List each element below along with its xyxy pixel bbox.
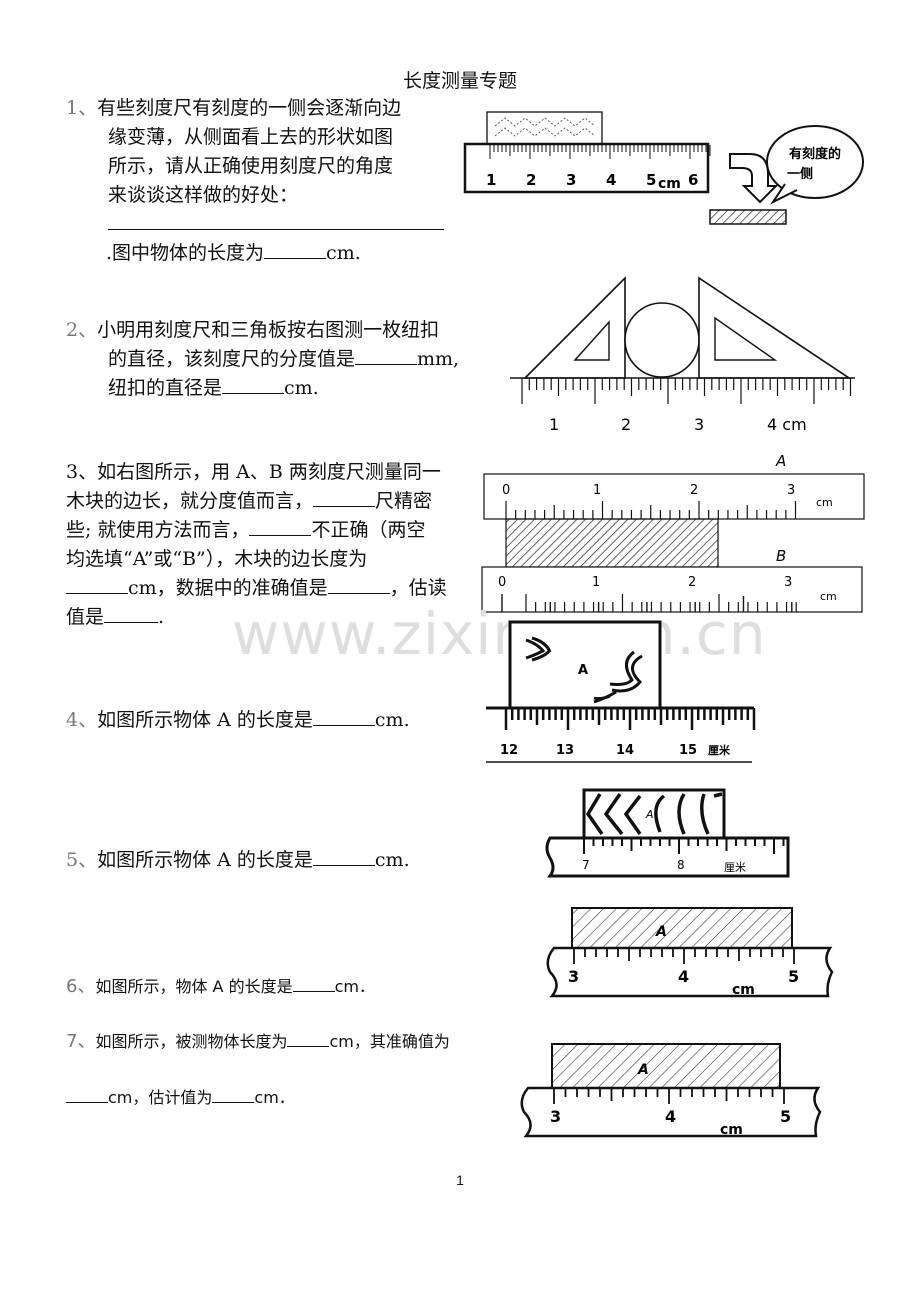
ruler [545,836,790,878]
svg-text:0: 0 [502,483,510,498]
page-title: 长度测量专题 [402,70,517,92]
ruler-a [483,473,865,520]
svg-text:A: A [637,1062,649,1078]
question-number: 7、 [66,1031,96,1052]
svg-text:5: 5 [646,171,656,189]
svg-text:cm: cm [820,590,837,603]
callout-bubble [766,125,864,199]
svg-text:2: 2 [690,483,698,498]
watermark: www.zixin.com.cn [232,600,767,668]
figure-q1-ruler: 有刻度的 一侧 1 2 3 4 5 cm 6 [463,111,864,225]
ruler [546,946,834,998]
answer-blank[interactable] [313,505,376,507]
svg-text:cm: cm [720,1122,743,1138]
figure-q4-ruler: A 12 13 14 15 厘米 [486,620,756,763]
page-number: 1 [456,1172,464,1188]
svg-text:4 cm: 4 cm [767,415,807,434]
svg-text:6: 6 [688,171,698,189]
figure-q7-ruler: A 3 4 5 cm [520,1043,822,1138]
svg-text:A: A [655,924,667,940]
figure-q2-button-diameter: 1 2 3 4 cm [510,276,855,434]
question-number: 4、 [66,709,98,731]
answer-blank[interactable] [292,990,335,992]
svg-text:3: 3 [550,1107,561,1126]
ruler-b-label: B [776,547,786,565]
answer-blank[interactable] [264,257,327,259]
answer-blank[interactable] [312,724,375,726]
object-a [551,1043,781,1089]
answer-blank[interactable] [104,621,159,623]
answer-blank[interactable] [66,1101,108,1103]
object-a [571,907,793,949]
svg-text:厘米: 厘米 [708,743,731,757]
question-3: 3、如右图所示，用 A、B 两刻度尺测量同一 木块的边长，就分度值而言，尺精密 … [66,461,447,628]
svg-text:5: 5 [780,1107,791,1126]
figure-q5-ruler: A 7 8 厘米 [545,788,790,878]
svg-text:3: 3 [787,483,795,498]
svg-text:3: 3 [784,575,792,590]
svg-text:8: 8 [677,858,685,872]
svg-text:3: 3 [566,171,576,189]
answer-blank[interactable] [312,864,375,866]
svg-text:2: 2 [688,575,696,590]
question-number: 2、 [66,319,98,341]
svg-text:cm: cm [816,496,833,509]
object-a [508,620,662,710]
svg-text:cm: cm [732,982,755,998]
svg-text:A: A [578,663,588,678]
callout-text: 有刻度的 [789,146,841,162]
ruler [520,1086,822,1138]
question-number: 6、 [66,976,96,997]
triangle-set-left [523,276,626,379]
svg-text:0: 0 [498,575,506,590]
svg-text:2: 2 [621,415,631,434]
svg-text:14: 14 [616,743,634,758]
svg-text:4: 4 [678,967,689,986]
answer-blank[interactable] [222,392,285,394]
svg-text:1: 1 [592,575,600,590]
question-1: 1、有些刻度尺有刻度的一侧会逐渐向边 缘变薄，从侧面看上去的形状如图 所示，请从… [66,94,444,268]
answer-blank[interactable] [249,534,312,536]
question-number: 1、 [66,97,98,119]
arrow-icon [729,153,779,204]
ruler-side-view [709,209,787,225]
svg-text:4: 4 [606,171,616,189]
answer-blank[interactable] [355,363,418,365]
svg-text:4: 4 [665,1107,676,1126]
figure-q3-two-rulers: A 0 1 2 3 cm B 0 1 2 3 cm [481,452,865,613]
svg-text:1: 1 [549,415,559,434]
svg-text:2: 2 [526,171,536,189]
svg-text:15: 15 [679,743,697,758]
answer-blank[interactable] [108,228,444,230]
svg-text:12: 12 [500,743,518,758]
wood-block [505,518,719,568]
button-circle [624,302,700,378]
ruler-a-label: A [775,452,786,470]
answer-blank[interactable] [287,1045,330,1047]
svg-text:3: 3 [568,967,579,986]
svg-text:厘米: 厘米 [724,861,746,874]
svg-text:5: 5 [788,967,799,986]
callout-text: 一侧 [787,166,813,182]
answer-blank[interactable] [327,592,390,594]
svg-text:1: 1 [593,483,601,498]
answer-blank[interactable] [212,1101,255,1103]
question-number: 5、 [66,849,98,871]
svg-text:13: 13 [556,743,574,758]
figure-q6-ruler: A 3 4 5 cm [546,907,834,998]
svg-text:A: A [645,808,654,821]
svg-text:cm: cm [658,176,681,192]
svg-text:1: 1 [486,171,496,189]
svg-text:3: 3 [694,415,704,434]
answer-blank[interactable] [66,592,128,594]
measured-object [486,111,603,145]
svg-text:7: 7 [582,858,590,872]
